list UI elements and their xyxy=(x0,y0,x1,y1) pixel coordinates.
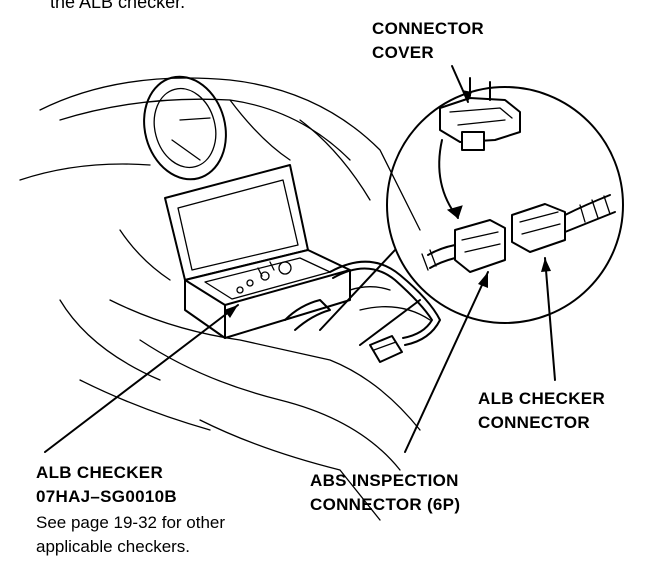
dashboard-outline xyxy=(19,77,421,281)
leader-lines xyxy=(44,65,556,453)
cover-install-arrow xyxy=(438,139,463,219)
label-abs-inspection-line2: CONNECTOR (6P) xyxy=(310,495,461,514)
label-connector-cover-line1: CONNECTOR xyxy=(372,19,484,38)
alb-checker-unit xyxy=(164,164,351,339)
label-alb-checker-connector-line1: ALB CHECKER xyxy=(478,389,606,408)
header-text-fragment: the ALB checker. xyxy=(50,0,186,12)
label-connector-cover-line2: COVER xyxy=(372,43,434,62)
checker-cable xyxy=(329,260,441,363)
steering-wheel xyxy=(143,75,227,181)
abs-inspection-connector xyxy=(421,219,506,273)
detail-magnifier-circle xyxy=(319,86,624,346)
connector-cover xyxy=(439,77,521,151)
center-console xyxy=(59,286,431,521)
alb-checker-connector xyxy=(511,194,616,253)
label-alb-checker-note-line1: See page 19-32 for other xyxy=(36,513,226,532)
label-alb-checker-line1: ALB CHECKER xyxy=(36,463,164,482)
label-alb-checker-connector-line2: CONNECTOR xyxy=(478,413,590,432)
label-abs-inspection-line1: ABS INSPECTION xyxy=(310,471,459,490)
label-alb-checker-note-line2: applicable checkers. xyxy=(36,537,191,556)
label-alb-checker-line2: 07HAJ–SG0010B xyxy=(36,487,177,506)
